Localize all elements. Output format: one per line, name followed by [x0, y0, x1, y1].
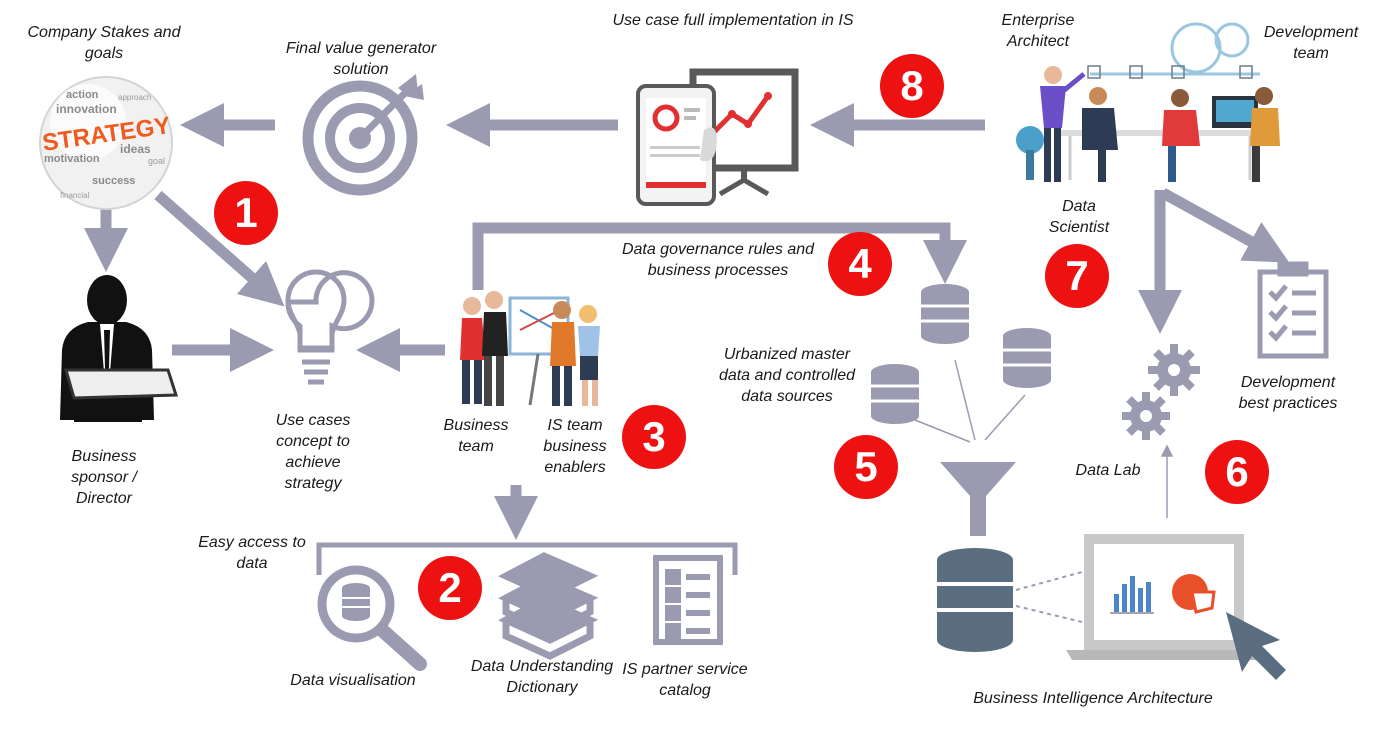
database-icon-1	[921, 284, 969, 344]
development-practices-label: Development best practices	[1238, 374, 1338, 412]
data-visualisation-label: Data visualisation	[290, 672, 416, 689]
step-badge-6: 6	[1205, 440, 1269, 504]
easy-access-bracket	[316, 542, 738, 575]
development-team-illustration	[1016, 22, 1280, 182]
business-sponsor-icon	[60, 275, 179, 422]
data-scientist-label: Data Scientist	[1048, 198, 1110, 236]
step-badge-1: 1	[214, 181, 278, 245]
source-databases	[871, 284, 1051, 424]
step-badge-8: 8	[880, 54, 944, 118]
strategy-globe-icon: action innovation motivation ideas succe…	[39, 76, 173, 210]
use-cases-concept-label: Use cases concept to achieve strategy	[275, 412, 351, 492]
strategy-word-motivation: motivation	[44, 153, 100, 165]
database-icon-3	[871, 364, 919, 424]
checklist-icon	[1257, 261, 1329, 359]
enterprise-architect-label: Enterprise Architect	[1001, 12, 1075, 50]
company-stakes-label: Company Stakes and goals	[27, 24, 181, 62]
step-badge-2: 2	[418, 556, 482, 620]
strategy-word-financial: financial	[60, 191, 90, 200]
gears-icon	[1122, 344, 1200, 440]
strategy-word-innovation: innovation	[56, 102, 117, 116]
data-governance-label: Data governance rules and business proce…	[621, 241, 815, 279]
strategy-word-success: success	[92, 175, 135, 187]
business-team-label: Business team	[443, 417, 509, 455]
is-team-label: IS team business enablers	[543, 417, 607, 476]
database-icon-2	[1003, 328, 1051, 388]
arrow-governance	[472, 222, 967, 290]
step-badge-5: 5	[834, 435, 898, 499]
use-case-impl-label: Use case full implementation in IS	[612, 12, 854, 29]
step-badge-3: 3	[622, 405, 686, 469]
data-lab-label: Data Lab	[1075, 462, 1141, 479]
bi-database-icon	[937, 548, 1013, 652]
lightbulb-icon	[285, 269, 375, 385]
data-visualisation-icon	[317, 565, 427, 671]
arrow-strategy-to-idea	[154, 190, 285, 307]
business-team-illustration	[460, 291, 600, 406]
business-sponsor-label: Business sponsor / Director	[71, 448, 137, 507]
data-dictionary-label: Data Understanding Dictionary	[470, 658, 614, 696]
dictionary-books-icon	[498, 552, 599, 660]
strategy-word-action: action	[66, 89, 99, 101]
target-icon	[302, 74, 424, 196]
final-value-label: Final value generator solution	[285, 40, 437, 78]
step-badge-4: 4	[828, 232, 892, 296]
presentation-board-icon	[636, 68, 799, 206]
arrow-team-to-practices	[1160, 188, 1290, 263]
strategy-word-goal: goal	[148, 156, 165, 166]
bi-architecture-label: Business Intelligence Architecture	[973, 690, 1213, 707]
step-badge-7: 7	[1045, 244, 1109, 308]
strategy-word-approach: approach	[118, 93, 151, 102]
flow-arrows	[84, 103, 1290, 540]
development-team-label: Development team	[1263, 24, 1359, 62]
is-partner-label: IS partner service catalog	[622, 661, 748, 699]
thin-arrows	[914, 359, 1174, 518]
funnel-icon	[940, 462, 1016, 536]
strategy-word-ideas: ideas	[120, 142, 151, 156]
easy-access-label: Easy access to data	[198, 534, 306, 572]
service-catalog-icon	[653, 555, 723, 645]
urbanized-data-label: Urbanized master data and controlled dat…	[718, 346, 856, 405]
dotted-connector	[1015, 571, 1083, 623]
bi-laptop-icon	[1066, 534, 1286, 680]
